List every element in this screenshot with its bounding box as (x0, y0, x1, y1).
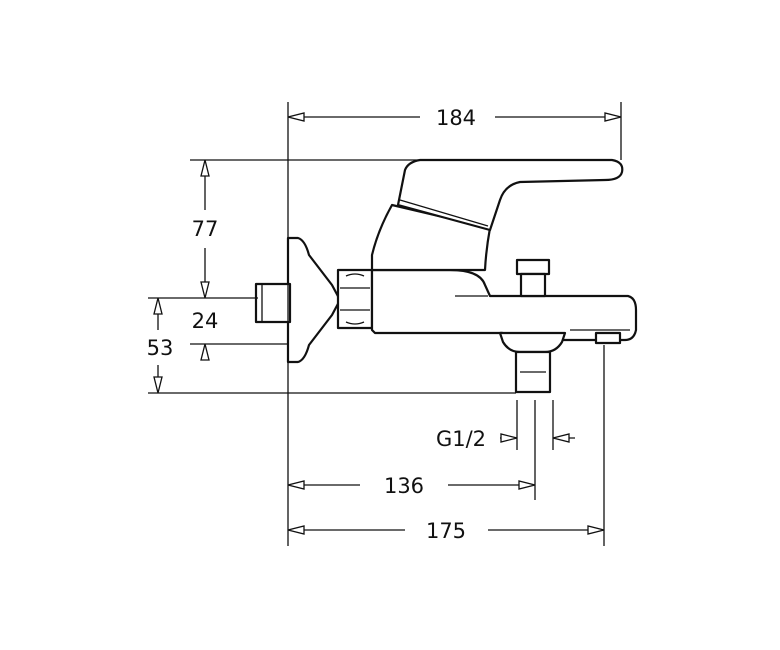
threaded-connection (254, 282, 292, 324)
hex-nut (336, 268, 374, 330)
lever-handle (396, 158, 624, 232)
dim-label-53: 53 (147, 336, 174, 360)
diverter-cap[interactable] (515, 258, 551, 276)
dimension-labels: 184 77 24 53 G1/2 136 175 (147, 106, 486, 543)
dim-label-24: 24 (192, 309, 219, 333)
dim-label-175: 175 (426, 519, 466, 543)
dim-label-184: 184 (436, 106, 476, 130)
dim-label-g12: G1/2 (436, 427, 486, 451)
wall-flange (286, 236, 342, 364)
dim-label-136: 136 (384, 474, 424, 498)
aerator (594, 331, 622, 345)
diverter-knob[interactable] (519, 272, 547, 298)
faucet-body (254, 158, 638, 394)
dimension-lines (148, 102, 622, 546)
dim-label-77: 77 (192, 217, 219, 241)
shower-outlet-nut (498, 331, 567, 354)
